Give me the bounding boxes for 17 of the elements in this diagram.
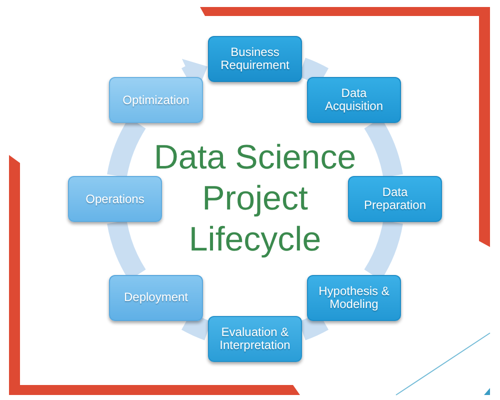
step-label: Operations [86,192,144,206]
process-box [208,316,302,362]
step-label: Hypothesis & Modeling [318,284,390,311]
process-box [68,176,162,222]
process-box [348,176,442,222]
step-label: Business Requirement [220,46,290,72]
step-label: Data Preparation [362,186,428,212]
step-label: Evaluation & Interpretation [218,326,292,352]
process-box [306,77,401,123]
process-box [109,77,203,123]
process-box [306,274,401,321]
diagram-title: Data Science Project Lifecycle [152,138,358,260]
step-label: Deployment [124,291,188,304]
process-box [109,274,203,321]
step-label: Optimization [122,94,190,106]
step-label: Data Acquisition [324,87,384,113]
process-box [208,36,302,82]
